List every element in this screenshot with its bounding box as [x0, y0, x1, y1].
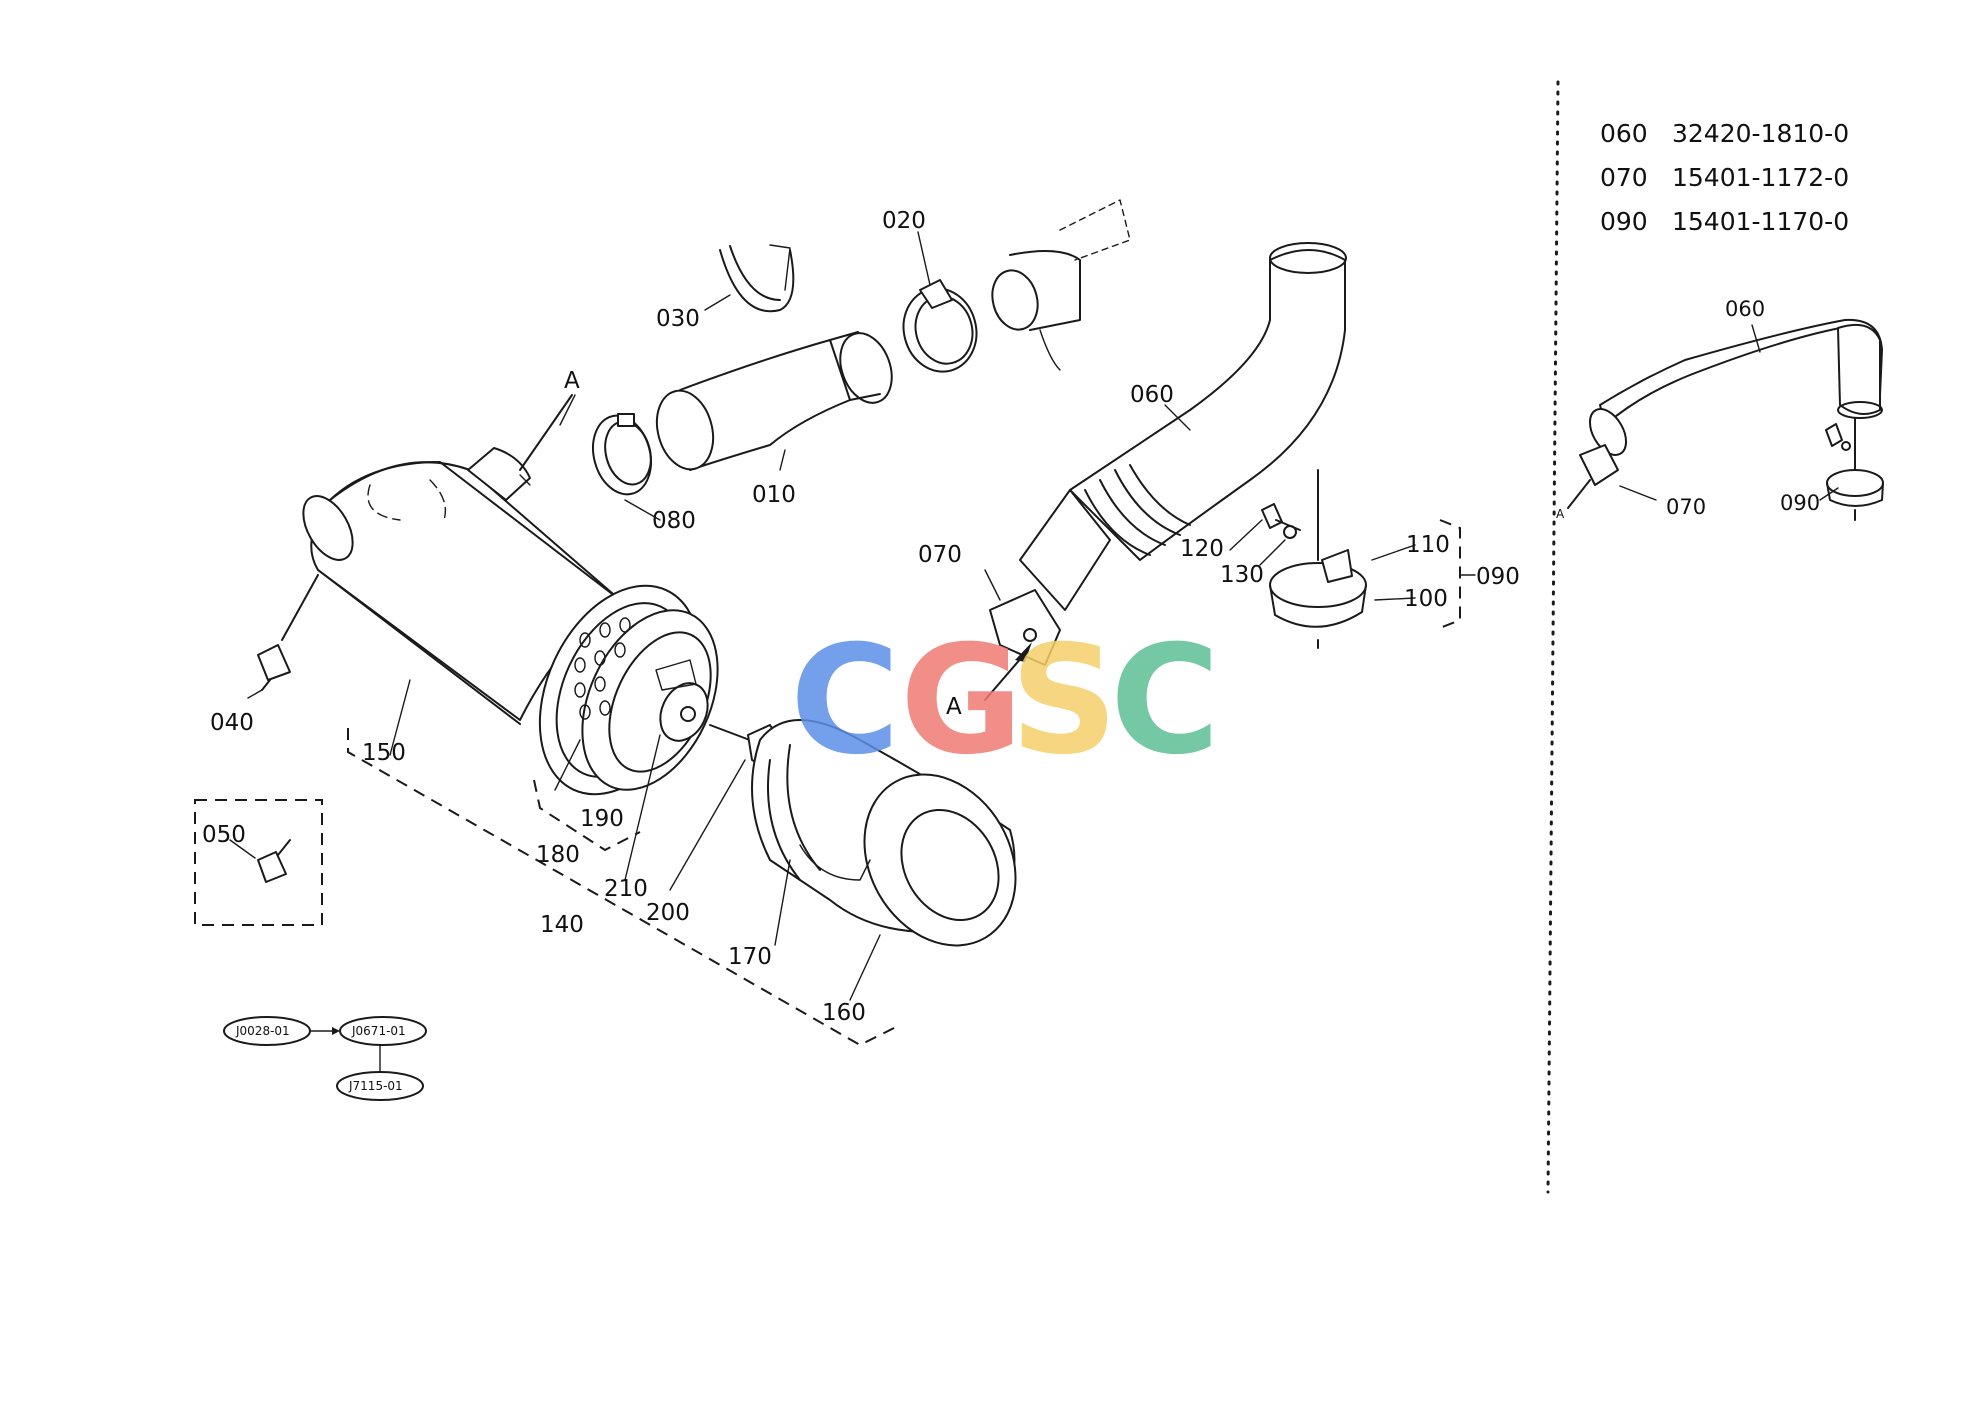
inset-partno-060: 32420-1810-0	[1672, 119, 1849, 148]
inset-no-060: 060	[1600, 119, 1648, 148]
callout-110: 110	[1406, 532, 1450, 558]
watermark-letter-3: S	[1010, 614, 1118, 788]
callout-010: 010	[752, 482, 796, 508]
callout-150: 150	[362, 740, 406, 766]
callout-140: 140	[540, 912, 584, 938]
inset-panel: 060 32420-1810-0 070 15401-1172-0 090 15…	[1556, 119, 1884, 521]
inset-partno-090: 15401-1170-0	[1672, 207, 1849, 236]
engine-intake-stub	[991, 199, 1131, 371]
callout-080: 080	[652, 508, 696, 534]
inset-callout-070: 070	[1666, 495, 1706, 519]
watermark-letter-4: C	[1110, 614, 1220, 788]
callout-130: 130	[1220, 562, 1264, 588]
inset-partno-070: 15401-1172-0	[1672, 163, 1849, 192]
callout-210: 210	[604, 876, 648, 902]
clamp-080	[592, 413, 652, 496]
marker-a-arrow	[519, 394, 573, 471]
hose-060	[1019, 242, 1347, 611]
callout-170: 170	[728, 944, 772, 970]
watermark-letter-1: C	[790, 614, 900, 788]
bracket-090-assembly	[1261, 469, 1367, 649]
callout-120: 120	[1180, 536, 1224, 562]
watermark: C G S C	[790, 614, 1220, 788]
callout-190: 190	[580, 806, 624, 832]
callout-100: 100	[1404, 586, 1448, 612]
inset-callout-090: 090	[1780, 491, 1820, 515]
callout-090: 090	[1476, 564, 1520, 590]
bracket-140	[347, 728, 901, 1047]
callout-030: 030	[656, 306, 700, 332]
ref-j0671: J0671-01	[351, 1024, 406, 1038]
marker-a-top: A	[564, 368, 580, 394]
inset-leaders	[1619, 324, 1839, 501]
inset-separator	[1546, 80, 1560, 1194]
inset-callout-060: 060	[1725, 297, 1765, 321]
ref-j7115: J7115-01	[348, 1079, 403, 1093]
inset-marker-a: A	[1556, 507, 1565, 521]
bracket-180	[533, 779, 641, 852]
reference-flow: J0028-01 J0671-01 J7115-01	[223, 1016, 427, 1101]
watermark-letter-2: G	[900, 614, 1023, 788]
cleaner-cover	[751, 719, 1017, 947]
leader-lines	[229, 231, 1476, 1001]
callout-160: 160	[822, 1000, 866, 1026]
callout-labels: 010 020 030 040 050 060 070 080 090 100 …	[202, 208, 1520, 1026]
ref-j0028: J0028-01	[235, 1024, 290, 1038]
clamp-020	[902, 279, 978, 373]
callout-050: 050	[202, 822, 246, 848]
callout-060: 060	[1130, 382, 1174, 408]
detail-box-050	[194, 799, 323, 926]
callout-020: 020	[882, 208, 926, 234]
callout-070: 070	[918, 542, 962, 568]
inset-hose-060	[1588, 318, 1883, 456]
inset-no-070: 070	[1600, 163, 1648, 192]
callout-040: 040	[210, 710, 254, 736]
valve-070	[984, 589, 1061, 701]
hose-010	[655, 331, 893, 471]
bracket-090-right	[1439, 519, 1461, 629]
inset-no-090: 090	[1600, 207, 1648, 236]
callout-200: 200	[646, 900, 690, 926]
inset-bracket-090	[1825, 417, 1884, 521]
clamp-030	[719, 244, 795, 313]
bolt-040	[257, 574, 319, 691]
marker-a-valve: A	[946, 694, 962, 720]
inset-valve-070	[1567, 444, 1619, 509]
callout-180: 180	[536, 842, 580, 868]
filter-element	[574, 609, 719, 791]
